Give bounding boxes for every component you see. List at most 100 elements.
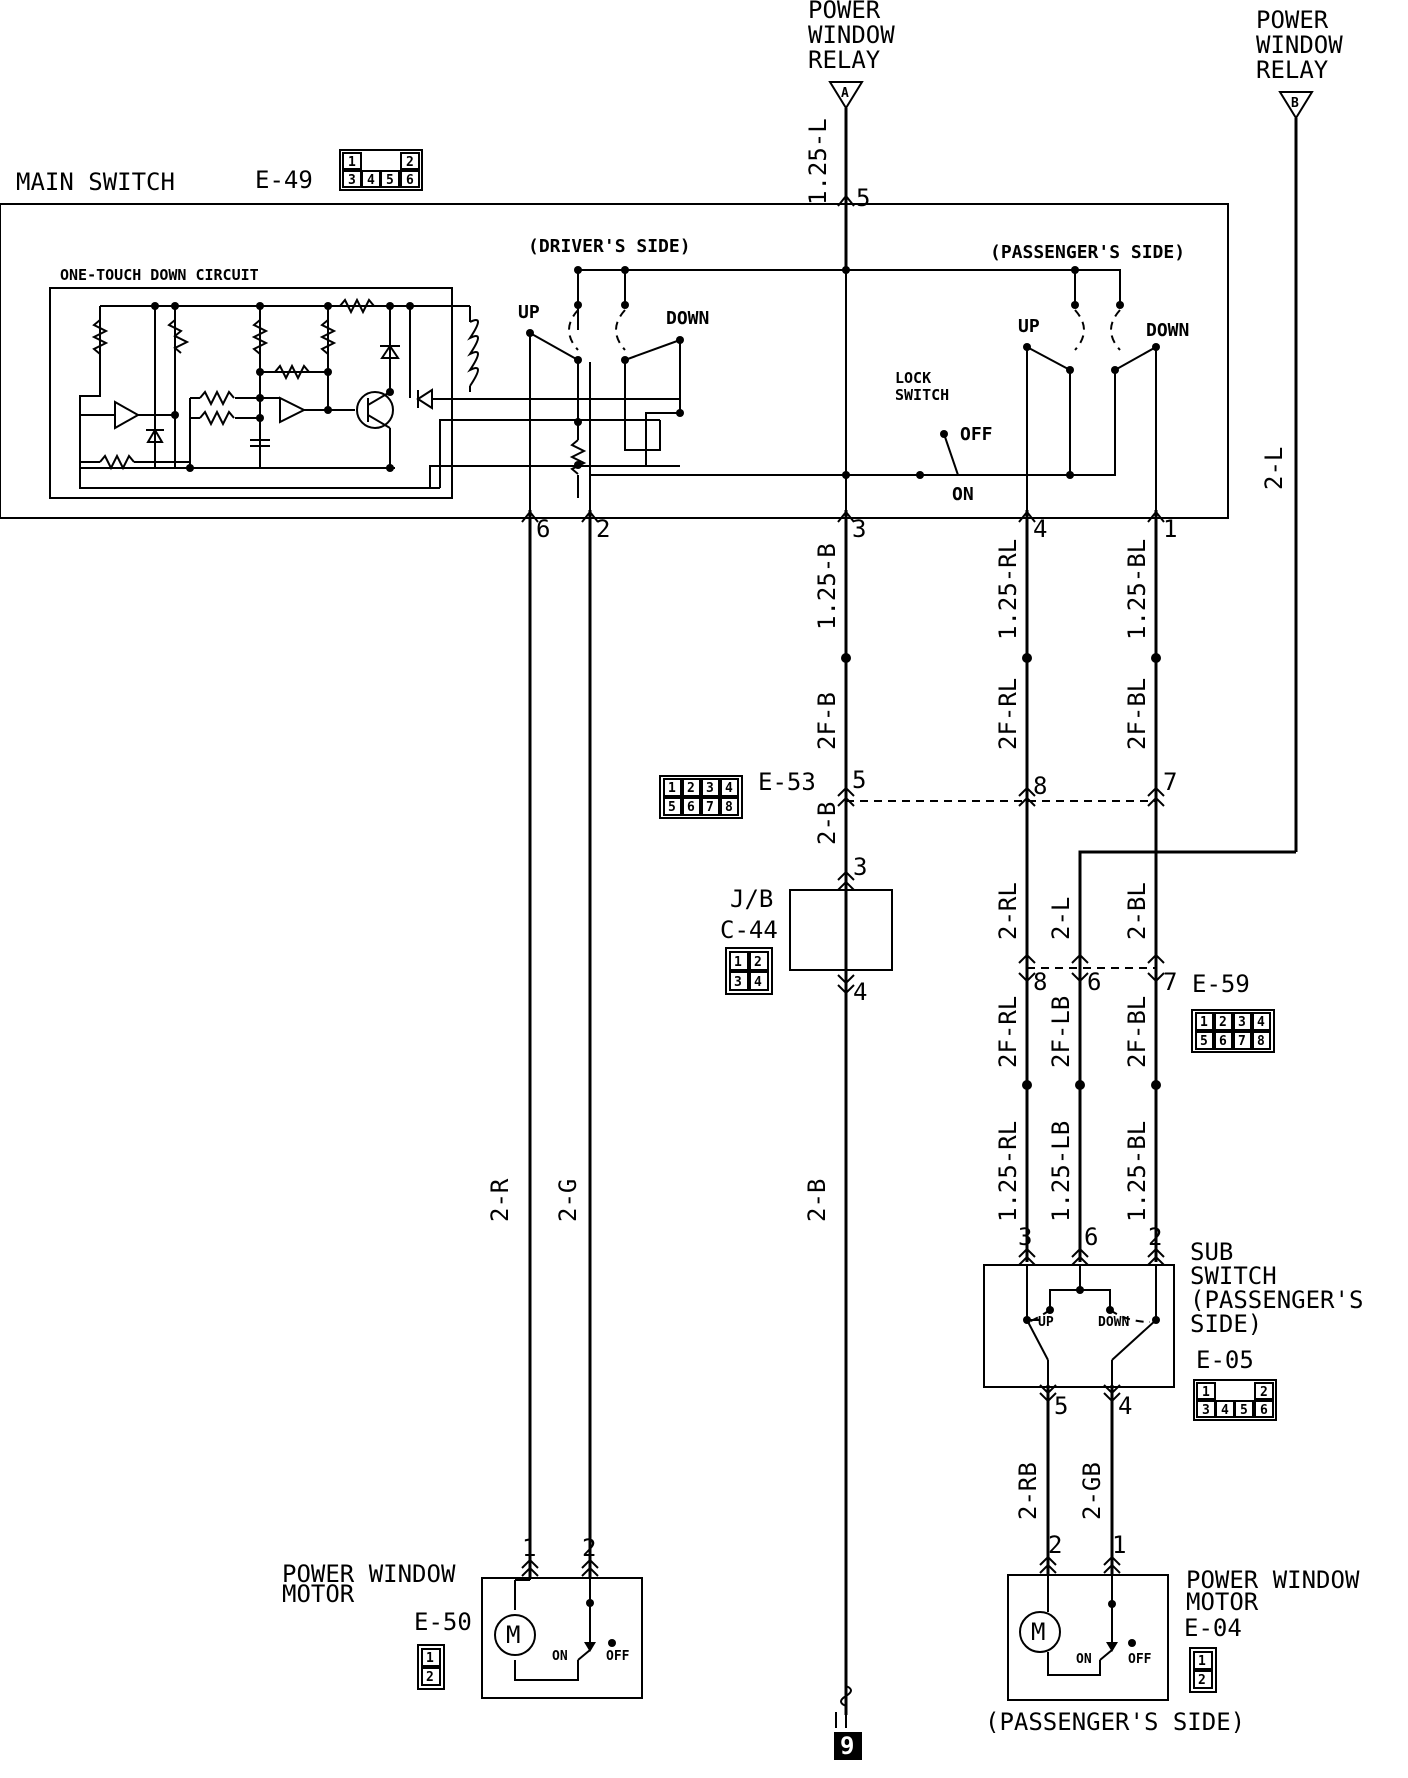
wire-label-125rl: 1.25-RL: [994, 1121, 1022, 1222]
e49-pin-3: 3: [348, 173, 356, 188]
wire-label-2rl: 2-RL: [994, 882, 1022, 940]
e53-icon-pin-1: 1: [668, 781, 676, 796]
e53-icon-pin-3: 3: [706, 781, 714, 796]
e53-icon-pin-5: 5: [668, 800, 676, 815]
jb-icon-pin-4: 4: [754, 975, 762, 990]
e50-pin-1: 1: [426, 1651, 434, 1666]
sub-pin-2: 2: [1148, 1223, 1162, 1251]
wire-label-1b: 2F-BL: [1123, 678, 1151, 750]
drivers-side-label: (DRIVER'S SIDE): [528, 236, 691, 257]
passenger-motor-line-1: POWER WINDOW: [1186, 1566, 1360, 1594]
wire-label-125lb: 1.25-LB: [1047, 1121, 1075, 1222]
sub-pin-3: 3: [1018, 1223, 1032, 1251]
wire-relay-b-to-e59: [1078, 850, 1296, 960]
e53-icon-pin-7: 7: [706, 800, 714, 815]
e53-icon-pin-8: 8: [725, 800, 733, 815]
passenger-down-label: DOWN: [1146, 320, 1189, 341]
wire-label-1a: 1.25-BL: [1123, 539, 1151, 640]
one-touch-dots: [151, 302, 414, 472]
jb-connector-icon: 1 2 3 4: [725, 947, 773, 995]
wire-label-125bl: 1.25-BL: [1123, 1121, 1151, 1222]
jb-icon-pin-1: 1: [734, 955, 742, 970]
e50-connector-icon: 1 2: [417, 1644, 445, 1690]
connector-arrow: [837, 194, 855, 207]
main-pin-arrows: [521, 510, 1165, 523]
driver-motor-code: E-50: [414, 1608, 472, 1636]
lock-switch-off: OFF: [960, 424, 993, 445]
e05-pin-6: 6: [1260, 1403, 1268, 1418]
relay-a-terminal-icon: [828, 81, 864, 110]
e59-pin-7: 7: [1163, 968, 1177, 996]
driver-motor-pin-2: 2: [582, 1534, 596, 1562]
wire-label-2l: 2-L: [1047, 897, 1075, 940]
e05-pin-1: 1: [1202, 1385, 1210, 1400]
relay-a-line-3: RELAY: [808, 46, 881, 74]
wiring-lines: [521, 510, 1165, 1715]
sub-down-label: DOWN: [1098, 1315, 1129, 1330]
lock-switch-blade: [943, 433, 959, 476]
sub-switch-code: E-05: [1196, 1346, 1254, 1374]
wire-label-4a: 1.25-RL: [994, 539, 1022, 640]
pin-5: 5: [856, 184, 870, 212]
e05-connector-icon: 1 2 3 4 5 6: [1193, 1379, 1277, 1421]
relay-a-line-1: POWER: [808, 0, 881, 24]
e49-pin-2: 2: [406, 155, 414, 170]
jb-pin-4: 4: [853, 978, 867, 1006]
sub-switch: 3 6 2 UP DOWN 5 4 SUB SWITCH (PASSENGER'…: [983, 1223, 1363, 1421]
e49-connector-icon: 1 2 3 4 5 6: [339, 149, 423, 191]
driver-motor: 1 2 M ON OFF POWER WINDOW MOTOR E-50 1 2: [282, 1534, 643, 1699]
passenger-motor-caption: (PASSENGER'S SIDE): [985, 1708, 1245, 1736]
e04-pin-1: 1: [1198, 1654, 1206, 1669]
passenger-motor-icon: [1019, 1611, 1061, 1653]
one-touch-label: ONE-TOUCH DOWN CIRCUIT: [60, 266, 259, 284]
wire-label-4b: 2F-RL: [994, 678, 1022, 750]
e53-icon-pin-4: 4: [725, 781, 733, 796]
wire-label-2b-long: 2-B: [803, 1179, 831, 1222]
e59-icon-pin-4: 4: [1257, 1015, 1265, 1030]
lock-switch-on: ON: [952, 484, 974, 505]
wire-label-3b: 2F-B: [813, 692, 841, 750]
e59-icon-pin-2: 2: [1219, 1015, 1227, 1030]
e59-pin-6: 6: [1087, 968, 1101, 996]
e59-icon-pin-8: 8: [1257, 1034, 1265, 1049]
wire-label-3a: 1.25-B: [813, 543, 841, 630]
sub-pin-4: 4: [1118, 1392, 1132, 1420]
e53-icon-pin-6: 6: [687, 800, 695, 815]
passenger-motor-on: ON: [1076, 1652, 1092, 1667]
relay-b-line-3: RELAY: [1256, 56, 1329, 84]
passenger-motor-code: E-04: [1184, 1614, 1242, 1642]
driver-motor-on: ON: [552, 1649, 568, 1664]
main-pin-4: 4: [1033, 515, 1047, 543]
e59-pin-8: 8: [1033, 968, 1047, 996]
driver-up-label: UP: [518, 302, 540, 323]
e59-icon-pin-5: 5: [1200, 1034, 1208, 1049]
main-switch-title: MAIN SWITCH: [16, 168, 175, 196]
driver-switch-dots: [526, 266, 1079, 469]
sub-switch-line-3: (PASSENGER'S: [1190, 1286, 1363, 1314]
driver-down-label: DOWN: [666, 308, 709, 329]
wire-label-2frl: 2F-RL: [994, 996, 1022, 1068]
wire-label-2-L: 2-L: [1260, 447, 1288, 490]
passenger-motor-pin-1: 1: [1112, 1531, 1126, 1559]
passenger-switch-in-main: [590, 270, 1157, 510]
sub-pin-5: 5: [1054, 1392, 1068, 1420]
sub-pin-6: 6: [1084, 1223, 1098, 1251]
ground-symbol: [840, 1685, 852, 1707]
relay-b-terminal: B: [1291, 96, 1299, 111]
e59-icon-pin-6: 6: [1219, 1034, 1227, 1049]
wire-label-2fbl: 2F-BL: [1123, 996, 1151, 1068]
sub-switch-line-1: SUB: [1190, 1238, 1233, 1266]
ground-badge: [834, 1732, 862, 1760]
e50-pin-2: 2: [426, 1670, 434, 1685]
e49-pin-4: 4: [367, 173, 375, 188]
ground-point: 9: [834, 1685, 862, 1760]
e05-pin-4: 4: [1221, 1403, 1229, 1418]
passenger-switch-dots: [842, 301, 1160, 479]
main-pin-1: 1: [1163, 515, 1177, 543]
jb-pin-3: 3: [853, 853, 867, 881]
driver-motor-m: M: [506, 1621, 520, 1649]
jb-icon-pin-2: 2: [754, 955, 762, 970]
e59-icon-pin-3: 3: [1238, 1015, 1246, 1030]
main-switch-connector-code: E-49: [255, 166, 313, 194]
